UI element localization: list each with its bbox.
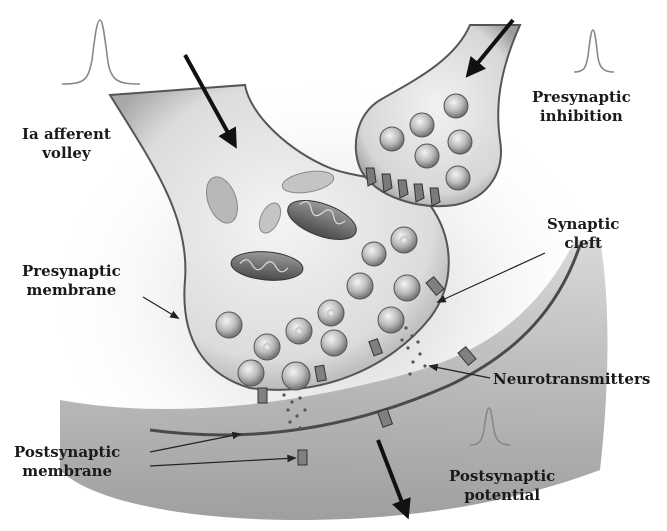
postsynaptic-membrane-label: Postsynaptic membrane <box>14 443 120 481</box>
presynaptic-inhibition-label: Presynaptic inhibition <box>532 88 631 126</box>
neurotransmitters-label: Neurotransmitters <box>493 370 650 389</box>
ia-afferent-volley-label: Ia afferent volley <box>22 125 111 163</box>
synaptic-cleft-label: Synaptic cleft <box>547 215 619 253</box>
inhibition-spike-icon <box>574 30 614 72</box>
afferent-spike-icon <box>62 20 140 84</box>
postsynaptic-potential-label: Postsynaptic potential <box>449 467 555 505</box>
presynaptic-membrane-label: Presynaptic membrane <box>22 262 121 300</box>
